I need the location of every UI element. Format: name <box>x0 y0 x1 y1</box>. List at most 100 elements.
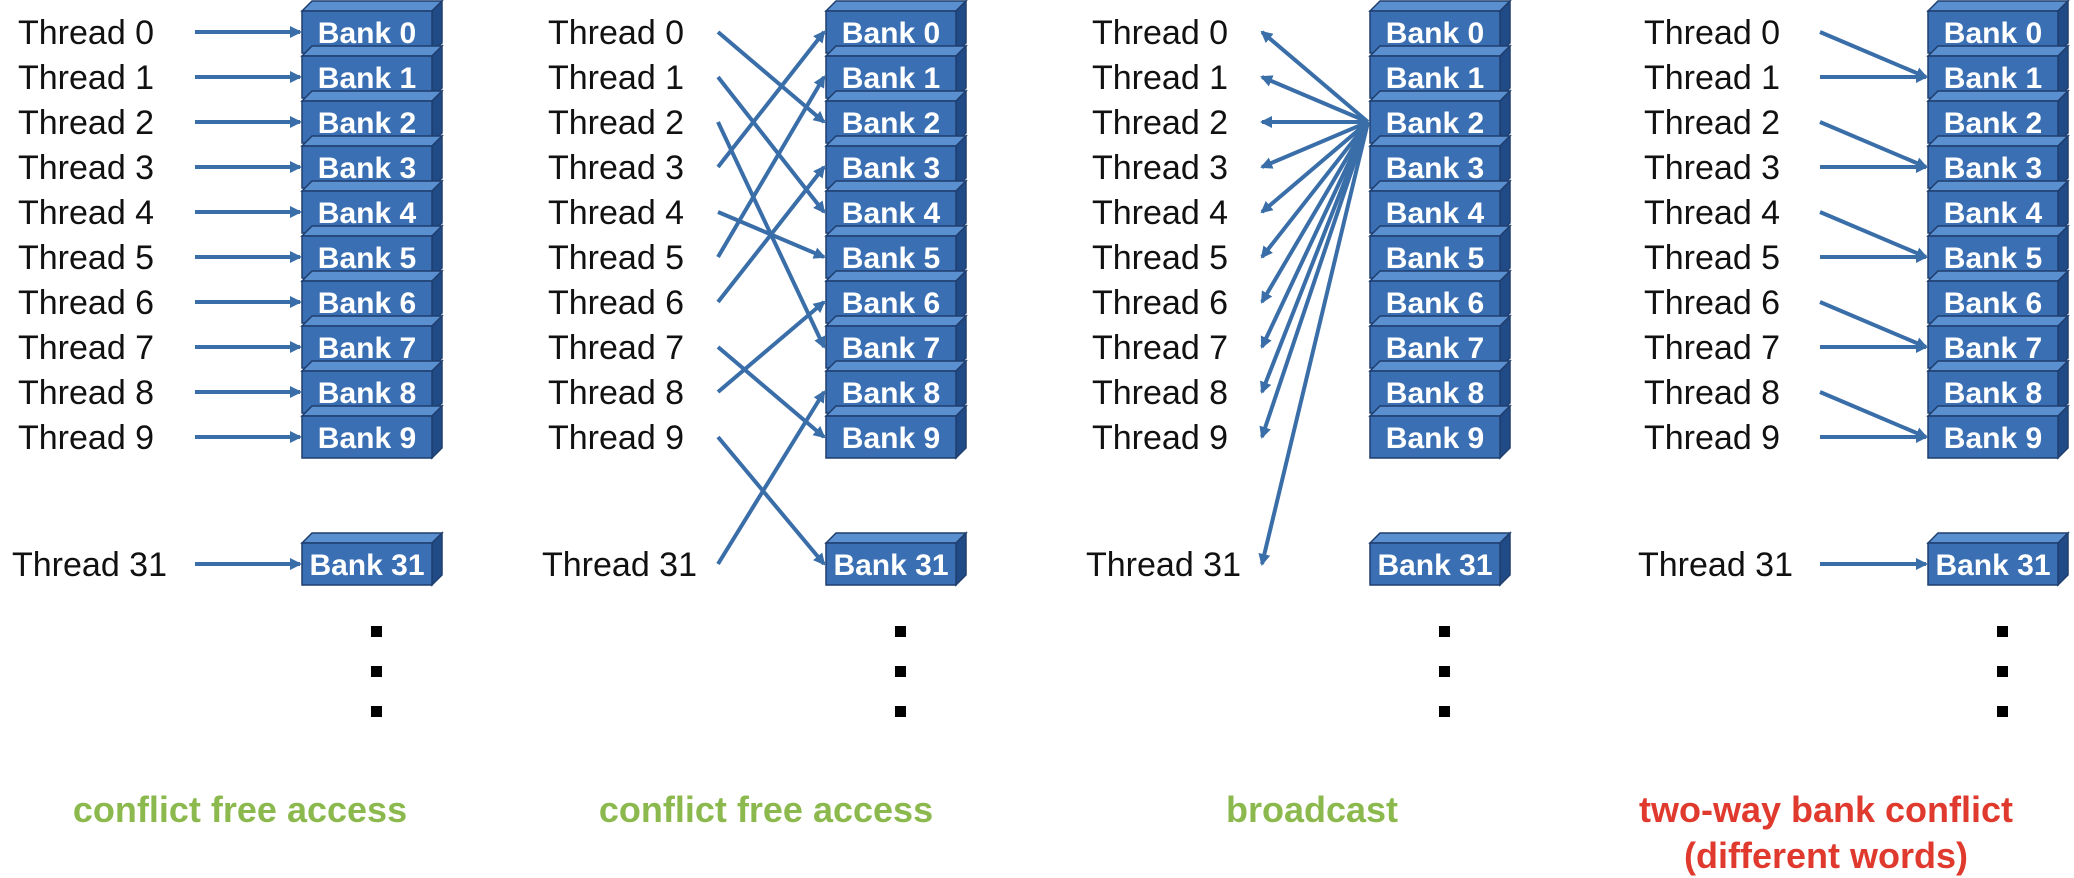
bank-label: Bank 2 <box>1944 107 2042 140</box>
bank-top-face <box>824 225 968 237</box>
ellipsis-dot <box>1997 666 2008 677</box>
bank-top-face <box>1368 135 1512 147</box>
bank-top-face <box>300 360 444 372</box>
bank-label: Bank 31 <box>1935 549 2050 582</box>
bank-top-face <box>1368 0 1512 12</box>
access-arrow <box>1258 121 1370 566</box>
bank-top-face <box>1926 0 2070 12</box>
thread-label: Thread 9 <box>1644 419 1780 457</box>
bank-label: Bank 31 <box>833 549 948 582</box>
access-arrow <box>1819 390 1928 439</box>
bank-top-face <box>824 0 968 12</box>
bank-side-face <box>955 89 967 145</box>
access-arrow <box>1260 120 1369 169</box>
bank-label: Bank 2 <box>1386 107 1484 140</box>
thread-label: Thread 0 <box>1092 14 1228 52</box>
bank-label: Bank 8 <box>318 377 416 410</box>
bank-side-face <box>431 89 443 145</box>
access-arrow <box>1819 300 1928 349</box>
bank-side-face <box>1499 269 1511 325</box>
ellipsis-dot <box>1439 626 1450 637</box>
bank-label: Bank 7 <box>318 332 416 365</box>
access-arrow <box>716 30 826 124</box>
bank-side-face <box>2057 269 2069 325</box>
bank-top-face <box>1368 360 1512 372</box>
bank-label: Bank 6 <box>318 287 416 320</box>
thread-label: Thread 3 <box>18 149 154 187</box>
bank-top-face <box>1926 135 2070 147</box>
bank-side-face <box>1499 531 1511 587</box>
thread-label: Thread 6 <box>548 284 684 322</box>
ellipsis-dot <box>1439 666 1450 677</box>
bank-side-face <box>2057 89 2069 145</box>
bank-label: Bank 3 <box>1386 152 1484 185</box>
bank-label: Bank 4 <box>318 197 417 230</box>
bank-top-face <box>300 270 444 282</box>
bank-top-face <box>1368 315 1512 327</box>
panel-caption: two-way bank conflict <box>1639 789 2013 830</box>
access-arrow <box>1819 210 1928 259</box>
thread-label: Thread 2 <box>18 104 154 142</box>
bank-label: Bank 6 <box>1386 287 1484 320</box>
thread-label: Thread 8 <box>18 374 154 412</box>
bank-top-face <box>824 360 968 372</box>
bank-label: Bank 8 <box>1386 377 1484 410</box>
bank-top-face <box>824 270 968 282</box>
bank-side-face <box>2057 314 2069 370</box>
memory-bank <box>1369 542 1501 586</box>
thread-label: Thread 3 <box>548 149 684 187</box>
thread-label: Thread 3 <box>1092 149 1228 187</box>
bank-top-face <box>824 45 968 57</box>
bank-top-face <box>1368 180 1512 192</box>
memory-bank <box>1927 542 2059 586</box>
access-arrow <box>716 300 826 394</box>
bank-top-face <box>1926 225 2070 237</box>
bank-top-face <box>824 405 968 417</box>
thread-label: Thread 5 <box>1092 239 1228 277</box>
thread-label: Thread 6 <box>18 284 154 322</box>
bank-label: Bank 0 <box>1944 17 2042 50</box>
bank-side-face <box>955 404 967 460</box>
thread-label: Thread 1 <box>18 59 154 97</box>
memory-bank <box>825 415 957 459</box>
bank-label: Bank 31 <box>1377 549 1492 582</box>
bank-top-face <box>1926 45 2070 57</box>
bank-side-face <box>431 359 443 415</box>
ellipsis-dot <box>371 626 382 637</box>
bank-side-face <box>1499 89 1511 145</box>
bank-side-face <box>431 404 443 460</box>
bank-top-face <box>1368 45 1512 57</box>
bank-top-face <box>300 225 444 237</box>
bank-side-face <box>955 0 967 55</box>
bank-top-face <box>824 135 968 147</box>
bank-label: Bank 2 <box>318 107 416 140</box>
bank-side-face <box>431 134 443 190</box>
bank-top-face <box>300 315 444 327</box>
bank-label: Bank 3 <box>1944 152 2042 185</box>
thread-label: Thread 4 <box>1644 194 1780 232</box>
bank-side-face <box>2057 224 2069 280</box>
bank-top-face <box>1926 180 2070 192</box>
thread-label: Thread 7 <box>548 329 684 367</box>
thread-label: Thread 2 <box>1092 104 1228 142</box>
memory-bank <box>301 415 433 459</box>
bank-side-face <box>2057 0 2069 55</box>
bank-side-face <box>955 179 967 235</box>
ellipsis-dot <box>371 666 382 677</box>
ellipsis-dot <box>895 666 906 677</box>
thread-label: Thread 4 <box>1092 194 1228 232</box>
access-arrow <box>1260 120 1370 304</box>
access-arrow <box>716 390 826 566</box>
bank-side-face <box>955 134 967 190</box>
bank-side-face <box>955 44 967 100</box>
bank-top-face <box>1368 225 1512 237</box>
bank-top-face <box>824 532 968 544</box>
access-arrow <box>716 75 826 259</box>
bank-top-face <box>824 315 968 327</box>
bank-side-face <box>1499 359 1511 415</box>
bank-side-face <box>2057 134 2069 190</box>
bank-label: Bank 1 <box>842 62 940 95</box>
access-arrow <box>1260 121 1370 349</box>
thread-label: Thread 7 <box>18 329 154 367</box>
bank-top-face <box>1368 90 1512 102</box>
